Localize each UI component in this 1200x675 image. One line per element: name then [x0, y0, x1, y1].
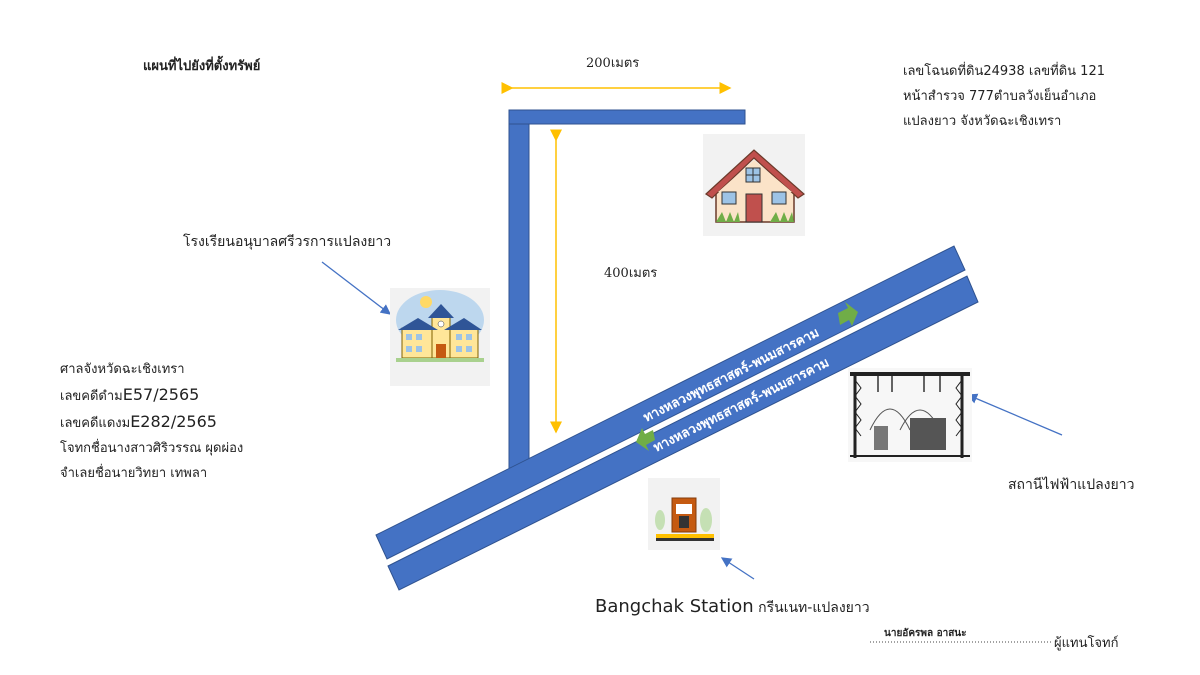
black-case-prefix: เลขคดีดำม: [60, 389, 123, 404]
black-case-number: เลขคดีดำมE57/2565: [60, 382, 243, 409]
school-label: โรงเรียนอนุบาลศรีวรการแปลงยาว: [183, 234, 392, 250]
defendant-name: จำเลยชื่อนายวิทยา เทพลา: [60, 466, 208, 481]
side-road-horizontal: [508, 109, 746, 125]
gas-station-label: Bangchak Station กรีนเนท-แปลงยาว: [595, 596, 870, 619]
highway-lane-lower: [387, 275, 979, 591]
red-case-value: E282/2565: [130, 412, 217, 431]
property-info: เลขโฉนดที่ดิน24938 เลขที่ดิน 121 หน้าสำร…: [903, 59, 1105, 134]
direction-arrow-left: [636, 428, 655, 451]
house-icon: [703, 134, 805, 236]
plaintiff-name: โจทกชื่อนางสาวศิริวรรณ ผุดผ่อง: [60, 441, 244, 456]
court-info: ศาลจังหวัดฉะเชิงเทรา เลขคดีดำมE57/2565 เ…: [60, 357, 243, 486]
gas-station-pointer-arrow: [720, 557, 755, 580]
property-info-line-3: แปลงยาว จังหวัดฉะเชิงเทรา: [903, 114, 1062, 129]
gas-station-name: Bangchak Station: [595, 596, 754, 617]
substation-icon: [848, 368, 972, 462]
highway-lane-upper: [375, 245, 966, 560]
direction-arrow-right: [838, 302, 858, 326]
signatory-role: ผู้แทนโจทก์: [1054, 636, 1119, 651]
property-info-line-1: เลขโฉนดที่ดิน24938 เลขที่ดิน 121: [903, 64, 1105, 79]
red-case-prefix: เลขคดีแดงม: [60, 416, 131, 431]
school-icon: [390, 288, 490, 386]
property-info-line-2: หน้าสำรวจ 777ตำบลวังเย็นอำเภอ: [903, 89, 1097, 104]
gas-station-icon: [648, 478, 720, 550]
red-case-number: เลขคดีแดงมE282/2565: [60, 409, 243, 436]
distance-vertical-label: 400เมตร: [604, 266, 658, 281]
court-name: ศาลจังหวัดฉะเชิงเทรา: [60, 362, 185, 377]
gas-station-suffix: กรีนเนท-แปลงยาว: [753, 600, 870, 616]
black-case-value: E57/2565: [122, 385, 200, 404]
school-pointer-arrow: [321, 261, 392, 315]
distance-horizontal-label: 200เมตร: [586, 56, 640, 71]
substation-pointer-arrow: [966, 393, 1063, 436]
map-title: แผนที่ไปยังที่ตั้งทรัพย์: [143, 59, 261, 74]
side-road-vertical: [508, 109, 530, 471]
substation-label: สถานีไฟฟ้าแปลงยาว: [1008, 477, 1135, 493]
signatory-name: นายอัครพล อาสนะ: [884, 628, 967, 639]
